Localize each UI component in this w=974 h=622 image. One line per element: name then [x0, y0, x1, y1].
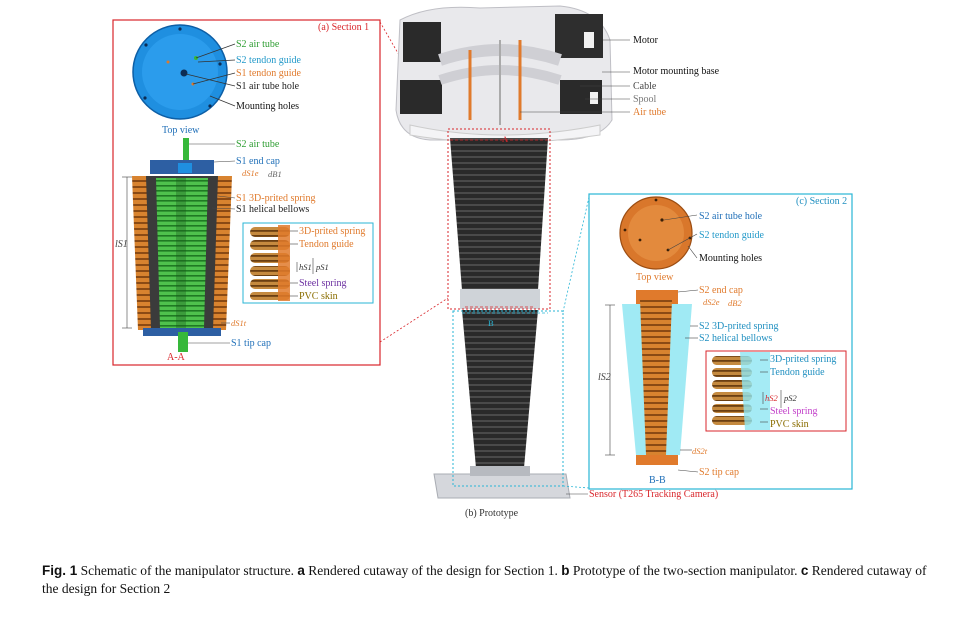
label-d-s2e: dS2e: [703, 297, 720, 307]
section1-detail-inset: [242, 222, 374, 304]
label-d-s1e: dS1e: [242, 168, 259, 178]
label-s2-air-tube-top: S2 air tube: [236, 39, 280, 50]
label-inset1-steel-spring: Steel spring: [299, 278, 347, 289]
label-d-b2: dB2: [728, 298, 742, 308]
label-s1-end-cap: S1 end cap: [236, 156, 280, 167]
prototype-title: (b) Prototype: [465, 508, 519, 519]
label-h-s1: hS1: [299, 262, 312, 272]
label-s2-end-cap: S2 end cap: [699, 285, 743, 296]
section2-top-view: [619, 196, 693, 270]
section2-detail-inset: [705, 350, 847, 432]
section1-cutaway: [132, 138, 232, 352]
label-p-s1: pS1: [316, 262, 329, 272]
caption-b: b: [561, 563, 570, 578]
label-sensor: Sensor (T265 Tracking Camera): [589, 489, 719, 500]
caption-text-1: Schematic of the manipulator structure.: [77, 563, 298, 578]
label-s2-air-tube-cut: S2 air tube: [236, 139, 280, 150]
label-s1-printed-spring: S1 3D-prited spring: [236, 193, 316, 204]
label-inset2-steel-spring: Steel spring: [770, 406, 818, 417]
label-l-s2: lS2: [598, 372, 611, 383]
section1-cut-label: A-A: [167, 352, 185, 363]
caption-text-3: Prototype of the two-section manipulator…: [569, 563, 801, 578]
figure-caption: Fig. 1 Schematic of the manipulator stru…: [42, 562, 942, 598]
label-s2-air-tube-hole: S2 air tube hole: [699, 211, 763, 222]
label-s2-printed-spring: S2 3D-prited spring: [699, 321, 779, 332]
label-motor: Motor: [633, 35, 658, 46]
label-s1-helical-bellows: S1 helical bellows: [236, 204, 310, 215]
label-p-s2: pS2: [784, 393, 797, 403]
section2-top-view-label: Top view: [636, 272, 674, 283]
section1-title: (a) Section 1: [318, 22, 370, 33]
label-inset2-tendon-guide: Tendon guide: [770, 367, 825, 378]
label-inset1-tendon-guide: Tendon guide: [299, 239, 354, 250]
label-inset1-printed-spring: 3D-prited spring: [299, 226, 366, 237]
section2-cutaway: [622, 290, 692, 465]
label-s2-tip-cap: S2 tip cap: [699, 467, 739, 478]
label-d-s1t: dS1t: [231, 318, 247, 328]
marker-a: A: [502, 134, 509, 144]
caption-c: c: [800, 563, 809, 578]
caption-fig: Fig. 1: [42, 563, 78, 578]
label-inset2-pvc-skin: PVC skin: [770, 419, 809, 430]
marker-b: B: [488, 318, 494, 328]
label-s2-tendon-guide-top: S2 tendon guide: [236, 55, 301, 66]
caption-text-4: Rendered cutaway of the design for Secti…: [42, 563, 927, 596]
section1-frame: [112, 19, 381, 366]
label-cable: Cable: [633, 81, 657, 92]
label-h-s2: hS2: [765, 393, 778, 403]
label-s2-helical-bellows: S2 helical bellows: [699, 333, 773, 344]
label-s1-tendon-guide: S1 tendon guide: [236, 68, 301, 79]
label-s1-air-tube-hole: S1 air tube hole: [236, 81, 300, 92]
label-inset1-pvc-skin: PVC skin: [299, 291, 338, 302]
section1-top-view: [132, 24, 228, 120]
caption-text-2: Rendered cutaway of the design for Secti…: [304, 563, 562, 578]
label-d-s2t: dS2t: [692, 446, 708, 456]
label-d-b1: dB1: [268, 169, 282, 179]
label-s2-tendon-guide: S2 tendon guide: [699, 230, 764, 241]
label-mounting-holes-2: Mounting holes: [699, 253, 763, 264]
label-spool: Spool: [633, 94, 657, 105]
caption-a: a: [297, 563, 305, 578]
label-motor-mounting-base: Motor mounting base: [633, 66, 720, 77]
section1-top-view-label: Top view: [162, 125, 200, 136]
section2-title: (c) Section 2: [796, 196, 848, 207]
prototype-graphic: [395, 5, 630, 499]
label-l-s1: lS1: [115, 239, 128, 250]
label-air-tube: Air tube: [633, 107, 667, 118]
label-s1-tip-cap: S1 tip cap: [231, 338, 271, 349]
label-inset2-printed-spring: 3D-prited spring: [770, 354, 837, 365]
label-mounting-holes-1: Mounting holes: [236, 101, 300, 112]
section2-cut-label: B-B: [649, 475, 666, 486]
section2-frame: [588, 193, 853, 490]
